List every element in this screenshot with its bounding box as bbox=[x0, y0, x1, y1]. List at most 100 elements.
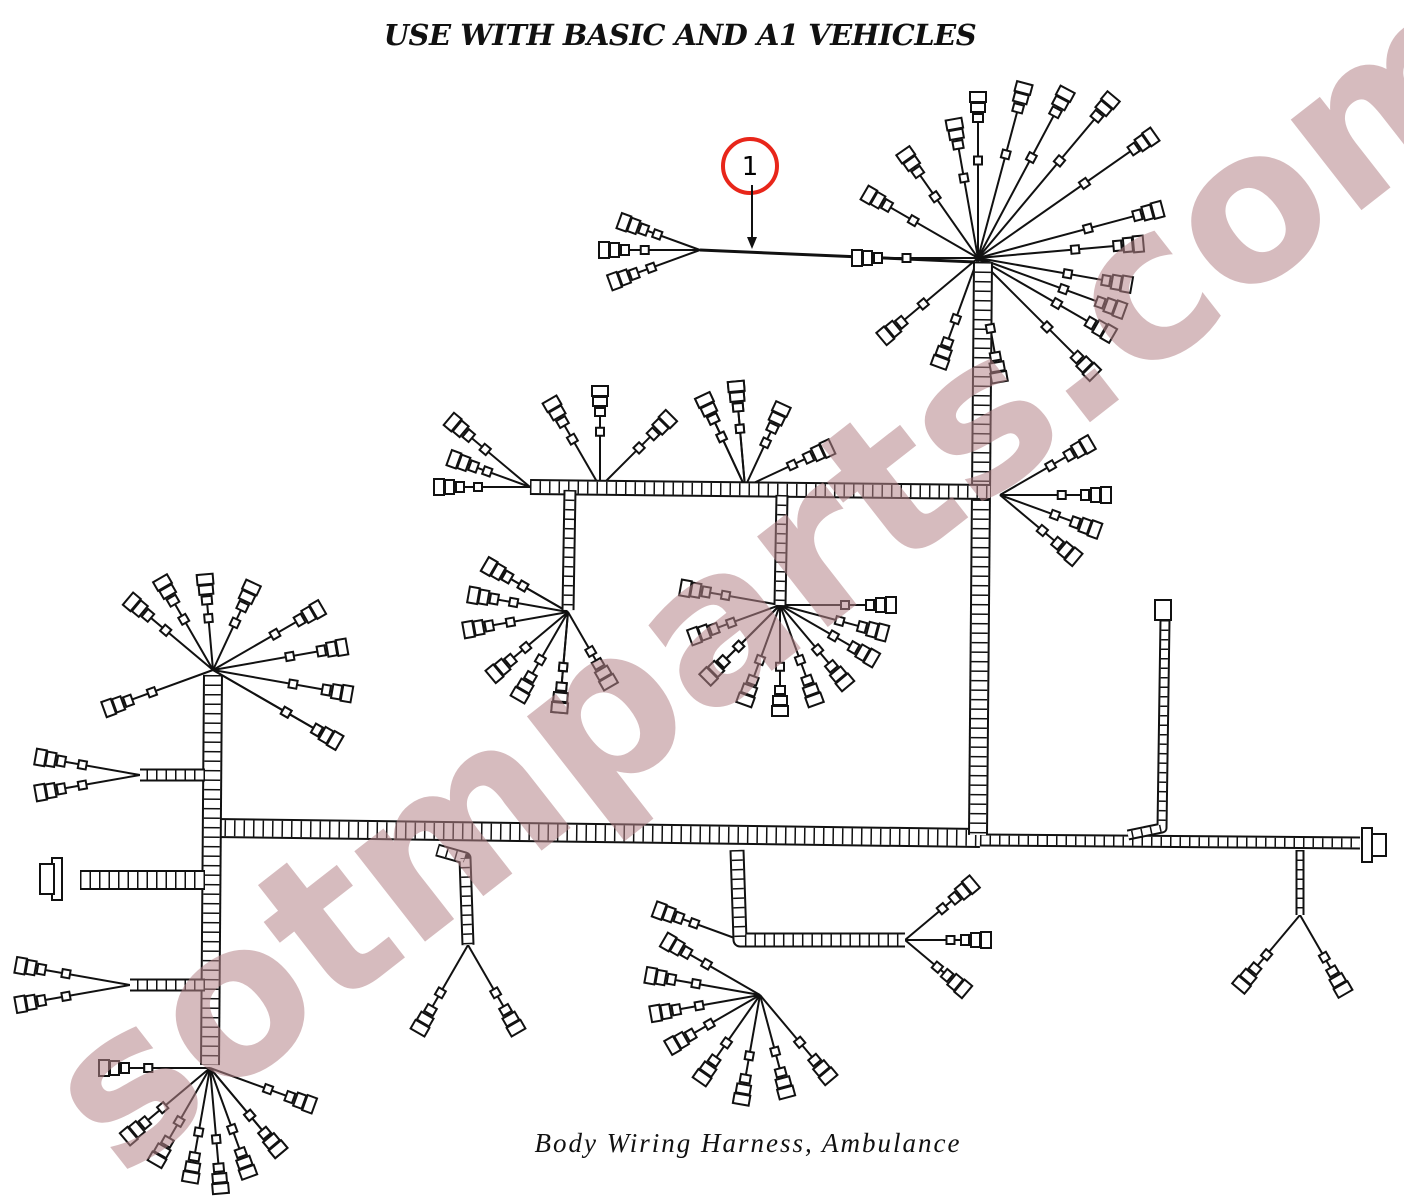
wire-splice-icon bbox=[1035, 523, 1050, 538]
wire bbox=[977, 103, 1062, 259]
wire bbox=[977, 243, 1128, 259]
plug-connector-icon bbox=[865, 596, 897, 614]
diagram-title: USE WITH BASIC AND A1 VEHICLES bbox=[383, 18, 977, 52]
plug-connector-icon bbox=[697, 653, 732, 688]
wire bbox=[209, 1067, 246, 1163]
wire-splice-icon bbox=[76, 779, 89, 791]
wire-splice-icon bbox=[1077, 176, 1092, 191]
plug-connector-icon bbox=[969, 91, 987, 123]
plug-connector-icon bbox=[726, 379, 746, 413]
wire-splice-icon bbox=[595, 426, 605, 437]
plug-connector-icon bbox=[806, 1052, 839, 1087]
harness-trunks bbox=[80, 261, 1361, 1066]
wire-splice-icon bbox=[583, 644, 598, 659]
plug-connector-icon bbox=[283, 1089, 319, 1115]
plug-connector-icon bbox=[846, 639, 882, 669]
wire-splice-icon bbox=[906, 213, 921, 228]
wire-splice-icon bbox=[210, 1133, 222, 1145]
plug-connector-icon bbox=[13, 955, 48, 977]
plug-connector-icon bbox=[233, 1145, 259, 1182]
wire bbox=[877, 199, 979, 259]
plug-connector-icon bbox=[773, 1065, 797, 1101]
wire-splice-icon bbox=[268, 627, 282, 642]
diagram-caption: Body Wiring Harness, Ambulance bbox=[534, 1128, 962, 1158]
plug-connector-icon bbox=[509, 669, 539, 705]
plug-connector-icon bbox=[590, 656, 620, 692]
plug-connector-icon bbox=[1049, 535, 1084, 568]
wire-splice-icon bbox=[143, 1063, 154, 1073]
wire bbox=[736, 397, 746, 488]
plug-connector-icon bbox=[693, 390, 721, 427]
wire-splice-icon bbox=[516, 579, 530, 593]
plug-connector-icon bbox=[146, 1134, 176, 1170]
plug-connector-icon bbox=[988, 350, 1009, 385]
wire bbox=[479, 611, 569, 629]
plug-connector-icon bbox=[151, 572, 181, 609]
plug-connector-icon bbox=[1069, 349, 1103, 383]
wire-splice-icon bbox=[719, 1035, 734, 1050]
plug-connector-icon bbox=[433, 478, 465, 496]
wire bbox=[779, 604, 873, 631]
wire bbox=[977, 142, 1143, 259]
wire-splice-icon bbox=[775, 661, 785, 672]
wire-splice-icon bbox=[1039, 319, 1055, 335]
plug-connector-icon bbox=[615, 211, 651, 237]
wire bbox=[977, 257, 1100, 329]
wire bbox=[51, 774, 141, 792]
wire bbox=[191, 1067, 211, 1167]
plug-connector-icon bbox=[771, 685, 789, 717]
wire-splice-icon bbox=[916, 296, 931, 312]
wire-bundle bbox=[699, 248, 976, 264]
wire-splice-icon bbox=[840, 600, 850, 610]
plug-connector-icon bbox=[118, 1114, 153, 1147]
wire-splice-icon bbox=[192, 1126, 205, 1138]
plug-connector-icon bbox=[211, 1162, 231, 1196]
plug-connector-icon bbox=[1154, 599, 1172, 621]
wire-splice-icon bbox=[557, 661, 569, 673]
wire bbox=[977, 107, 1105, 259]
wire-splice-icon bbox=[973, 155, 983, 166]
plug-connector-icon bbox=[33, 781, 68, 803]
wire-splice-icon bbox=[731, 639, 746, 654]
wire bbox=[779, 604, 863, 654]
wire bbox=[460, 428, 531, 488]
wire-splice-icon bbox=[60, 990, 72, 1003]
wire-splice-icon bbox=[478, 442, 493, 457]
wire-splice-icon bbox=[833, 614, 846, 628]
wire-splice-icon bbox=[203, 612, 214, 624]
wire-splice-icon bbox=[565, 432, 580, 446]
wire-splice-icon bbox=[769, 1045, 782, 1058]
plug-connector-icon bbox=[691, 1052, 722, 1088]
harness-trunk-fill bbox=[1127, 619, 1169, 839]
wire bbox=[212, 648, 332, 671]
wire-splice-icon bbox=[724, 616, 738, 630]
plug-connector-icon bbox=[960, 931, 992, 949]
plug-connector-icon bbox=[944, 116, 966, 151]
wire bbox=[999, 494, 1085, 527]
wire-splice-icon bbox=[287, 678, 299, 690]
plug-connector-icon bbox=[1068, 515, 1104, 541]
plug-connector-icon bbox=[823, 658, 856, 693]
wire-splice-icon bbox=[949, 312, 963, 326]
plug-connector-icon bbox=[734, 673, 760, 709]
wire-splice-icon bbox=[507, 596, 520, 609]
wire-splice-icon bbox=[758, 436, 773, 450]
plug-connector-icon bbox=[1230, 960, 1263, 996]
plug-connector-icon bbox=[1011, 79, 1034, 115]
harness-trunk-outline bbox=[729, 849, 905, 948]
wire-splice-icon bbox=[945, 935, 956, 945]
plug-connector-icon bbox=[465, 585, 501, 606]
wire-splice-icon bbox=[693, 999, 705, 1012]
wire-splice-icon bbox=[176, 612, 191, 627]
wire bbox=[118, 669, 214, 706]
wire-splice-icon bbox=[935, 901, 950, 916]
wire-splice-icon bbox=[928, 189, 943, 204]
wire bbox=[977, 257, 1110, 307]
wire-splice-icon bbox=[734, 423, 746, 435]
wire bbox=[977, 98, 1022, 259]
wire bbox=[759, 994, 785, 1083]
wire-splice-icon bbox=[958, 172, 970, 184]
plug-connector-icon bbox=[1047, 84, 1077, 120]
plug-connector-icon bbox=[859, 184, 895, 214]
plug-connector-icon bbox=[658, 931, 694, 961]
